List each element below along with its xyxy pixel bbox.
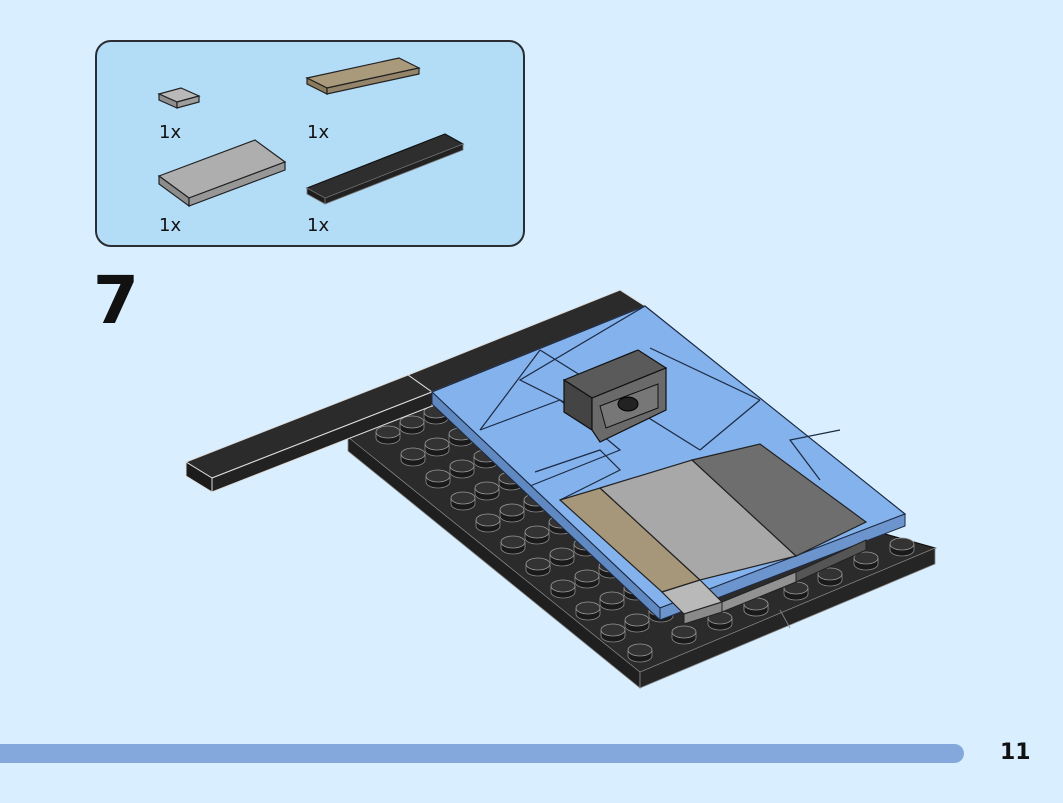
light-gray-tile-2x4-icon <box>157 139 287 208</box>
part-tan-tile-1x4 <box>305 56 425 96</box>
stud <box>574 569 600 589</box>
stud <box>450 491 476 511</box>
stud <box>889 537 915 557</box>
progress-bar <box>0 744 964 763</box>
stud <box>400 447 426 467</box>
stud <box>817 567 843 587</box>
part-light-gray-tile-1x1 <box>157 84 205 114</box>
stud <box>525 557 551 577</box>
part-light-gray-tile-2x4 <box>157 136 289 214</box>
step-number: 7 <box>93 262 139 339</box>
stud <box>499 503 525 523</box>
part-qty-3: 1x <box>159 215 182 236</box>
stud <box>575 601 601 621</box>
black-tile-1x6-icon <box>305 133 465 205</box>
stud <box>627 643 653 663</box>
stud <box>783 581 809 601</box>
stud <box>449 459 475 479</box>
gray-tan-tiles <box>558 443 868 625</box>
stud <box>743 597 769 617</box>
part-qty-2: 1x <box>307 122 330 143</box>
stud <box>475 513 501 533</box>
stud <box>624 613 650 633</box>
tan-tile-1x4-icon <box>305 57 421 95</box>
stud <box>375 425 401 445</box>
part-black-tile-1x6 <box>305 132 467 208</box>
stud <box>549 547 575 567</box>
page-number: 11 <box>1000 740 1031 765</box>
parts-callout: 1x 1x 1x 1x <box>95 40 525 247</box>
dark-gray-bracket <box>562 349 668 443</box>
light-gray-tile-1x1-icon <box>157 87 201 109</box>
stud <box>399 415 425 435</box>
part-qty-1: 1x <box>159 122 182 143</box>
stud <box>524 525 550 545</box>
stud <box>425 469 451 489</box>
stud <box>671 625 697 645</box>
stud <box>600 623 626 643</box>
black-tile-back-edge <box>184 289 647 493</box>
stud <box>599 591 625 611</box>
stud <box>424 437 450 457</box>
stud <box>853 551 879 571</box>
stud <box>550 579 576 599</box>
part-qty-4: 1x <box>307 215 330 236</box>
stud <box>500 535 526 555</box>
stud <box>474 481 500 501</box>
